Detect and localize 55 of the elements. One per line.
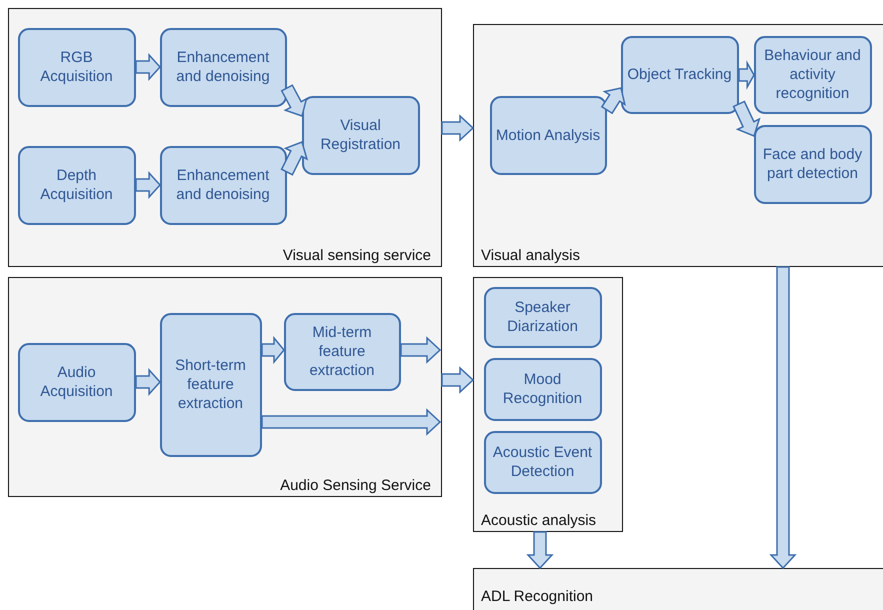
process-box [754,36,872,114]
box-label: Enhancement and denoising [175,166,271,204]
panel-title: Audio Sensing Service [280,477,431,494]
process-box [160,312,262,456]
box-label: Depth Acquisition [39,166,114,204]
group-panel [473,277,623,532]
process-box [18,342,136,422]
block-arrow [261,408,442,436]
group-panel [8,277,442,497]
group-panel [8,8,442,267]
box-label: Mid-term feature extraction [308,323,376,380]
block-arrow [280,84,308,117]
panel-title: Visual sensing service [282,247,431,264]
block-arrow [261,336,285,364]
process-box [484,286,602,348]
process-box [484,358,602,420]
process-box [484,430,602,494]
process-box [160,28,286,106]
process-box [620,36,738,114]
box-label: Mood Recognition [502,370,584,408]
block-arrow [280,141,308,176]
box-label: Enhancement and denoising [175,48,271,86]
block-arrow [135,171,162,199]
block-arrow [441,366,474,394]
block-arrow [441,114,474,142]
box-label: Object Tracking [626,65,733,84]
group-panel [473,24,883,267]
block-arrow [732,100,761,137]
block-arrow [135,368,162,396]
process-box [160,146,286,224]
panel-title: ADL Recognition [481,588,594,605]
box-label: Acoustic Event Detection [492,443,594,481]
process-box [18,146,136,224]
block-arrow [400,336,442,364]
block-arrow [738,60,755,90]
process-box [490,96,606,174]
group-panel [473,568,883,610]
panel-title: Visual analysis [481,247,580,264]
box-label: Audio Acquisition [39,363,114,401]
process-box [302,96,420,174]
box-label: Short-term feature extraction [174,356,247,413]
box-label: Visual Registration [319,116,402,154]
block-arrow [600,87,626,114]
panel-title: Acoustic analysis [481,512,596,529]
box-label: Behaviour and activity recognition [763,46,862,103]
box-label: RGB Acquisition [39,48,114,86]
block-arrow [135,53,162,81]
block-arrow [769,266,797,570]
box-label: Speaker Diarization [506,298,579,336]
process-box [284,312,400,390]
block-arrow [526,531,554,570]
process-box [754,124,872,204]
process-box [18,28,136,106]
box-label: Motion Analysis [494,126,602,144]
box-label: Face and body part detection [762,145,864,183]
